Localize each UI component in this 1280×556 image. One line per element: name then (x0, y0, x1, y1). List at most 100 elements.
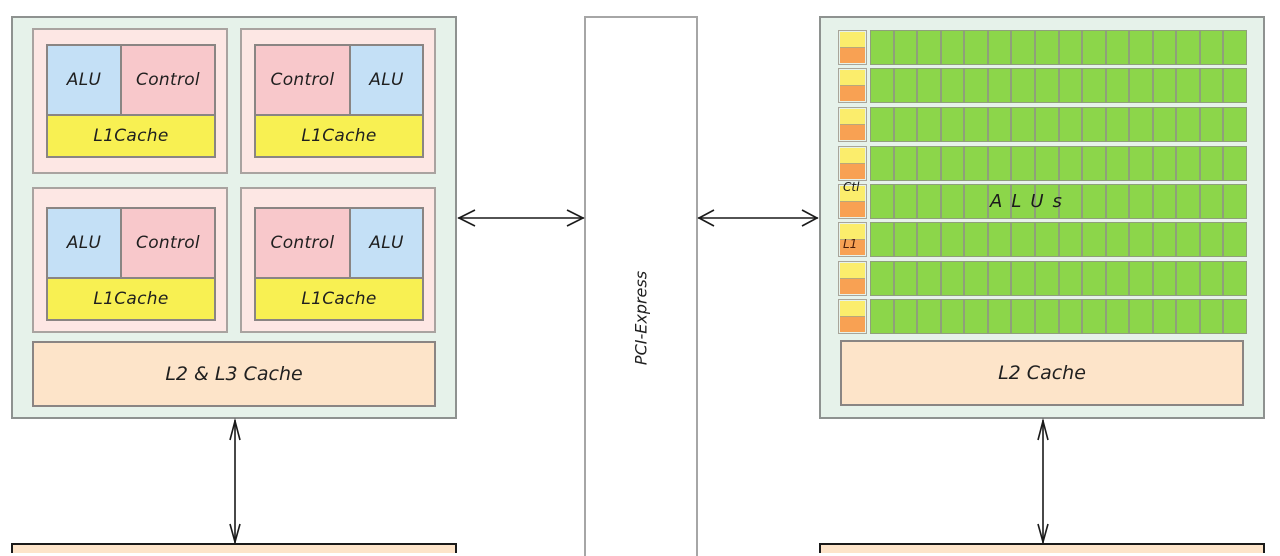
gpu-l1-unit (840, 125, 865, 140)
gpu-alu-cell (1035, 185, 1058, 218)
gpu-alu-cell (918, 31, 940, 64)
gpu-alu-cell (1200, 69, 1223, 102)
gpu-l1-unit (840, 48, 865, 63)
gpu-alu-cell (894, 223, 917, 256)
gpu-alu-cell (871, 262, 893, 295)
core-3-alu: ALU (46, 207, 122, 279)
gpu-alu-cell (988, 147, 1011, 180)
gpu-alu-cell (871, 223, 893, 256)
gpu-alu-cell (965, 31, 987, 64)
gpu-alu-cell (1153, 300, 1176, 333)
gpu-alu-cell (941, 185, 964, 218)
gpu-l1-unit (840, 164, 865, 179)
gpu-alu-cell (1177, 185, 1199, 218)
gpu-control-unit (840, 263, 865, 279)
gpu-alu-cell (1130, 262, 1152, 295)
gpu-l1-unit (840, 317, 865, 332)
gpu-alu-cell (1059, 223, 1082, 256)
cpu-core-1: ALU Control L1Cache (32, 28, 228, 174)
gpu-sm-row (838, 107, 1248, 142)
gpu-alu-cell (1083, 108, 1105, 141)
gpu-alu-cell (988, 31, 1011, 64)
gpu-alu-cell (988, 185, 1011, 218)
gpu-sm-row (838, 222, 1248, 257)
gpu-alu-cell (1083, 223, 1105, 256)
gpu-sm-row (838, 261, 1248, 296)
gpu-alu-cell (988, 262, 1011, 295)
gpu-alu-cell (988, 223, 1011, 256)
gpu-alu-cell (1035, 147, 1058, 180)
gpu-alu-cell (1083, 300, 1105, 333)
gpu-alu-cell (918, 147, 940, 180)
gpu-alu-cell (871, 185, 893, 218)
gpu-alu-cell (1106, 185, 1129, 218)
gpu-alu-cell (871, 108, 893, 141)
cpu-core-4: Control ALU L1Cache (240, 187, 436, 333)
gpu-alu-cell (1012, 262, 1034, 295)
gpu-alu-cell (1035, 69, 1058, 102)
gpu-alu-cell (1224, 147, 1246, 180)
cpu-l2-l3-cache: L2 & L3 Cache (32, 341, 436, 407)
gpu-l1-label: L1 (843, 237, 858, 251)
gpu-ctl-l1-block (838, 222, 867, 257)
gpu-alu-cell (918, 185, 940, 218)
gpu-control-unit (840, 148, 865, 164)
gpu-sm-row (838, 184, 1248, 219)
pci-express-bus: PCI-Express (584, 16, 698, 556)
gpu-sm-row (838, 146, 1248, 181)
gpu-alu-cell (918, 108, 940, 141)
cpu-core-2: Control ALU L1Cache (240, 28, 436, 174)
cpu-core-3: ALU Control L1Cache (32, 187, 228, 333)
gpu-alu-cell (1200, 223, 1223, 256)
gpu-sm-row (838, 299, 1248, 334)
gpu-alu-cell (941, 108, 964, 141)
gpu-control-unit (840, 224, 865, 240)
gpu-alu-cell (894, 300, 917, 333)
gpu-alu-cell (1153, 185, 1176, 218)
gpu-alu-cell (1130, 223, 1152, 256)
gpu-alu-cell (965, 147, 987, 180)
gpu-alu-cell (1224, 262, 1246, 295)
gpu-alu-cell (871, 300, 893, 333)
gpu-alu-cell (965, 108, 987, 141)
gpu-alu-cell (1130, 31, 1152, 64)
gpu-alu-cell (871, 31, 893, 64)
gpu-alu-cell (1012, 69, 1034, 102)
gpu-alu-cell (941, 300, 964, 333)
gpu-alu-cell (1130, 69, 1152, 102)
gpu-alu-cell (1083, 69, 1105, 102)
gpu-alu-strip (870, 107, 1247, 142)
gpu-alu-cell (965, 69, 987, 102)
gpu-alu-cell (1130, 147, 1152, 180)
gpu-ctl-l1-block (838, 184, 867, 219)
gpu-alu-cell (1106, 69, 1129, 102)
gpu-l1-unit (840, 279, 865, 294)
gpu-alu-cell (1106, 31, 1129, 64)
gpu-alu-cell (871, 147, 893, 180)
gpu-ctl-l1-block (838, 146, 867, 181)
gpu-alu-cell (1200, 31, 1223, 64)
gpu-control-unit (840, 301, 865, 317)
gpu-alu-cell (1130, 300, 1152, 333)
gpu-alu-cell (1106, 262, 1129, 295)
gpu-alu-cell (1083, 262, 1105, 295)
gpu-alu-cell (1177, 300, 1199, 333)
gpu-alu-cell (1177, 223, 1199, 256)
core-2-l1cache: L1Cache (254, 114, 424, 158)
gpu-alu-cell (1083, 147, 1105, 180)
gpu-alu-cell (941, 69, 964, 102)
gpu-alu-cell (1224, 300, 1246, 333)
gpu-alu-cell (1059, 262, 1082, 295)
gpu-alu-cell (894, 31, 917, 64)
core-4-l1cache: L1Cache (254, 277, 424, 321)
gpu-alu-cell (1153, 31, 1176, 64)
gpu-alu-cell (1106, 223, 1129, 256)
gpu-alu-cell (1035, 108, 1058, 141)
core-3-l1cache: L1Cache (46, 277, 216, 321)
gpu-alu-strip (870, 261, 1247, 296)
gpu-alu-cell (965, 300, 987, 333)
gpu-alu-cell (1059, 185, 1082, 218)
gpu-alu-strip (870, 299, 1247, 334)
gpu-ctl-l1-block (838, 261, 867, 296)
gpu-alu-cell (1035, 300, 1058, 333)
